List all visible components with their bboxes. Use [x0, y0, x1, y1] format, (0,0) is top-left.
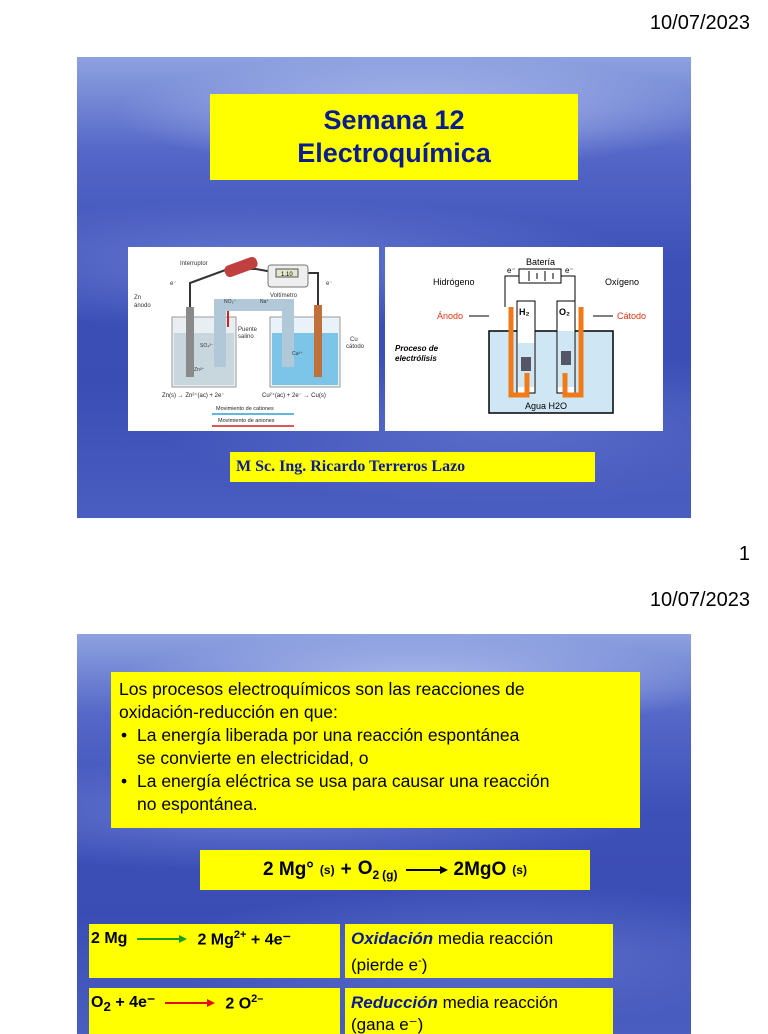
green-arrow-icon — [137, 935, 188, 943]
red-right: 2 O2– — [225, 992, 264, 1013]
label-anodo: Ánodo — [437, 311, 463, 321]
label-zn: Zn — [134, 295, 141, 301]
label-agua: Agua H2O — [525, 401, 567, 411]
bullet1-line2: se convierte en electricidad, o — [137, 748, 369, 768]
eq-left: Zn(s) → Zn²⁺(ac) + 2e⁻ — [162, 392, 225, 399]
slide-content: Los procesos electroquímicos son las rea… — [77, 634, 691, 1034]
page-date-2: 10/07/2023 — [649, 589, 750, 611]
author-box: M Sc. Ing. Ricardo Terreros Lazo — [230, 452, 595, 482]
label-catodo: cátodo — [346, 344, 365, 350]
label-so4: SO₄²⁻ — [200, 343, 214, 349]
oxidation-line2: (pierde e-) — [351, 955, 428, 975]
reaction-equation: 2 Mg° (s) + O2(g) 2MgO (s) — [200, 850, 590, 890]
reaction-arrow-icon — [405, 866, 448, 874]
eq-lhs2: O2(g) — [357, 858, 398, 882]
galvanic-cell-image: Interruptor e⁻ e⁻ 1.10 Voltímetro Zn áno… — [128, 247, 379, 431]
label-bateria: Batería — [526, 257, 555, 267]
label-e-right: e⁻ — [565, 266, 574, 275]
bullet-2: • La energía eléctrica se usa para causa… — [121, 770, 632, 816]
bullet-1: • La energía liberada por una reacción e… — [121, 724, 632, 770]
eq-plus: + — [340, 859, 352, 880]
reduction-line2: (gana e⁻) — [351, 1015, 424, 1034]
label-e-left: e⁻ — [507, 266, 516, 275]
label-cu2: Cu²⁺ — [292, 351, 303, 357]
label-proceso1: Proceso de — [395, 344, 439, 353]
reduction-word: Reducción — [351, 993, 438, 1012]
label-h2: H₂ — [519, 307, 530, 317]
label-oxigeno: Oxígeno — [605, 277, 639, 287]
electrolysis-image: Batería e⁻ e⁻ Hidrógeno Oxígeno Ánodo Cá… — [385, 247, 663, 431]
page-date: 10/07/2023 — [649, 12, 750, 34]
slide-title-line1: Semana 12 — [323, 105, 465, 135]
label-e-right: e⁻ — [326, 281, 333, 287]
label-display: 1.10 — [281, 272, 293, 278]
label-na: Na⁺ — [260, 299, 269, 305]
label-no3: NO₃⁻ — [224, 299, 237, 305]
oxidation-half-reaction: 2 Mg 2 Mg2+ + 4e⁻ — [89, 924, 340, 978]
label-interruptor: Interruptor — [180, 261, 208, 267]
ox-left: 2 Mg — [91, 930, 128, 947]
label-cu: Cu — [350, 337, 358, 343]
reduction-label: Reducción media reacción (gana e⁻) — [345, 988, 613, 1034]
oxidation-rest: media reacción — [437, 929, 554, 948]
reduction-half-reaction: O2 + 4e⁻ 2 O2– — [89, 988, 340, 1034]
red-arrow-icon — [165, 999, 216, 1007]
intro-bullets: • La energía liberada por una reacción e… — [119, 724, 632, 816]
reduction-rest: media reacción — [442, 993, 558, 1012]
red-left: O2 + 4e⁻ — [91, 993, 156, 1015]
ox-right: 2 Mg2+ + 4e⁻ — [197, 928, 291, 949]
oxidation-word: Oxidación — [351, 929, 434, 948]
bullet-dot: • — [121, 771, 128, 791]
label-zn2: Zn²⁺ — [194, 367, 205, 373]
slide-title-line2: Electroquímica — [297, 138, 491, 168]
intro-line1: Los procesos electroquímicos son las rea… — [119, 679, 525, 699]
intro-line2: oxidación-reducción en que: — [119, 702, 338, 722]
slide-title: Semana 12 Electroquímica Interruptor e⁻ … — [77, 57, 691, 518]
label-cationes: Movimiento de cationes — [216, 406, 274, 412]
label-hidrogeno: Hidrógeno — [433, 277, 475, 287]
bullet-dot: • — [121, 725, 128, 745]
label-voltimetro: Voltímetro — [270, 293, 298, 299]
bullet1-line1: La energía liberada por una reacción esp… — [137, 725, 520, 745]
label-anodo: ánodo — [134, 303, 151, 309]
bullet2-line2: no espontánea. — [137, 794, 258, 814]
oxidation-label: Oxidación media reacción (pierde e-) — [345, 924, 613, 978]
label-salino: salino — [238, 334, 254, 340]
label-puente: Puente — [238, 327, 258, 333]
label-e-left: e⁻ — [170, 281, 177, 287]
eq-lhs1-state: (s) — [319, 863, 335, 877]
label-catodo: Cátodo — [617, 311, 646, 321]
bullet2-line1: La energía eléctrica se usa para causar … — [137, 771, 550, 791]
label-o2: O₂ — [559, 307, 570, 317]
intro-box: Los procesos electroquímicos son las rea… — [111, 672, 640, 828]
label-proceso2: electrólisis — [395, 354, 437, 363]
eq-right: Cu²⁺(ac) + 2e⁻ → Cu(s) — [262, 392, 326, 399]
title-box: Semana 12 Electroquímica — [210, 94, 578, 180]
label-aniones: Movimiento de aniones — [218, 418, 275, 424]
eq-rhs-state: (s) — [512, 863, 527, 877]
page-number: 1 — [738, 543, 750, 565]
eq-lhs1: 2 Mg° — [263, 859, 314, 880]
eq-rhs: 2MgO — [453, 859, 507, 880]
